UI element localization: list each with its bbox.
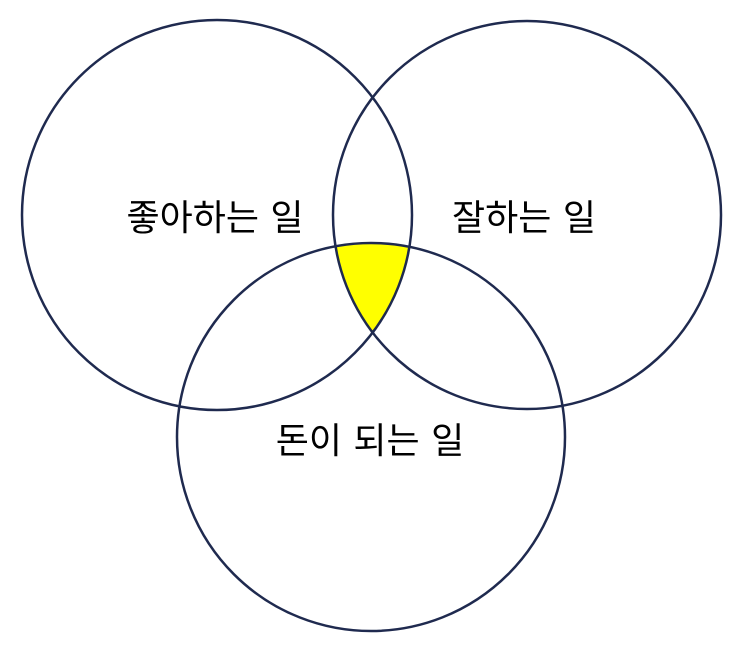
circle-likes [20, 18, 414, 412]
label-makes-money: 돈이 되는 일 [276, 421, 465, 462]
label-likes: 좋아하는 일 [126, 198, 303, 239]
circle-makes-money [175, 241, 567, 633]
circle-good-at [331, 19, 723, 411]
label-good-at: 잘하는 일 [452, 198, 596, 239]
